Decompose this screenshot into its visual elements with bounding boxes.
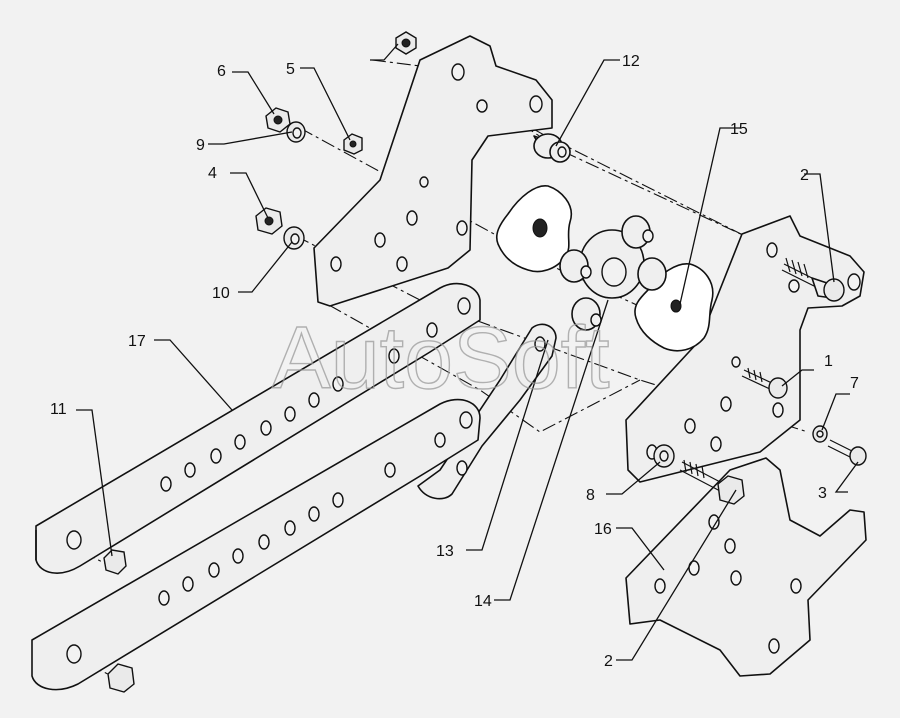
- washer-9: [286, 121, 306, 143]
- leader-lines: [76, 43, 859, 661]
- bolt-1: [741, 367, 788, 399]
- callout-7: 7: [850, 375, 859, 392]
- callout-8: 8: [586, 487, 595, 504]
- upper-link-arm: [35, 282, 481, 574]
- bolt-2-lower: [679, 459, 745, 505]
- callout-14: 14: [474, 593, 492, 610]
- rear-mounting-bracket: [313, 35, 553, 307]
- coupling-hub: [559, 215, 667, 331]
- bolt-3: [827, 439, 867, 466]
- nut-6: [265, 107, 291, 133]
- callout-5: 5: [286, 61, 295, 78]
- nut-4: [255, 207, 283, 235]
- callout-6: 6: [217, 63, 226, 80]
- callout-11: 11: [50, 401, 67, 418]
- callout-15: 15: [730, 121, 748, 138]
- rubber-disc-left: [495, 185, 573, 273]
- nut-bottom: [107, 663, 135, 693]
- nut-5: [343, 133, 363, 155]
- nut-11: [103, 549, 127, 575]
- washer-10: [283, 226, 305, 250]
- lower-plate: [625, 457, 867, 677]
- callout-17: 17: [128, 333, 146, 350]
- front-mounting-bracket: [625, 215, 865, 483]
- washer-8: [653, 444, 675, 468]
- callout-4: 4: [208, 165, 217, 182]
- lower-link-arm: [31, 398, 481, 691]
- callout-2-upper: 2: [800, 167, 809, 184]
- nut-top: [395, 31, 417, 55]
- callout-2-lower: 2: [604, 653, 613, 670]
- watermark-text: AutoSoft: [272, 308, 610, 407]
- callout-13: 13: [436, 543, 454, 560]
- callout-1: 1: [824, 353, 833, 370]
- callout-12: 12: [622, 53, 640, 70]
- callout-10: 10: [212, 285, 230, 302]
- callout-16: 16: [594, 521, 612, 538]
- callout-3: 3: [818, 485, 827, 502]
- callout-labels: 1 2 2 3 4 5 6 7 8 9 10 11 12 13 14 15 16…: [50, 53, 859, 670]
- spacer-bushing: [533, 133, 571, 163]
- washer-7: [812, 425, 828, 443]
- callout-9: 9: [196, 137, 205, 154]
